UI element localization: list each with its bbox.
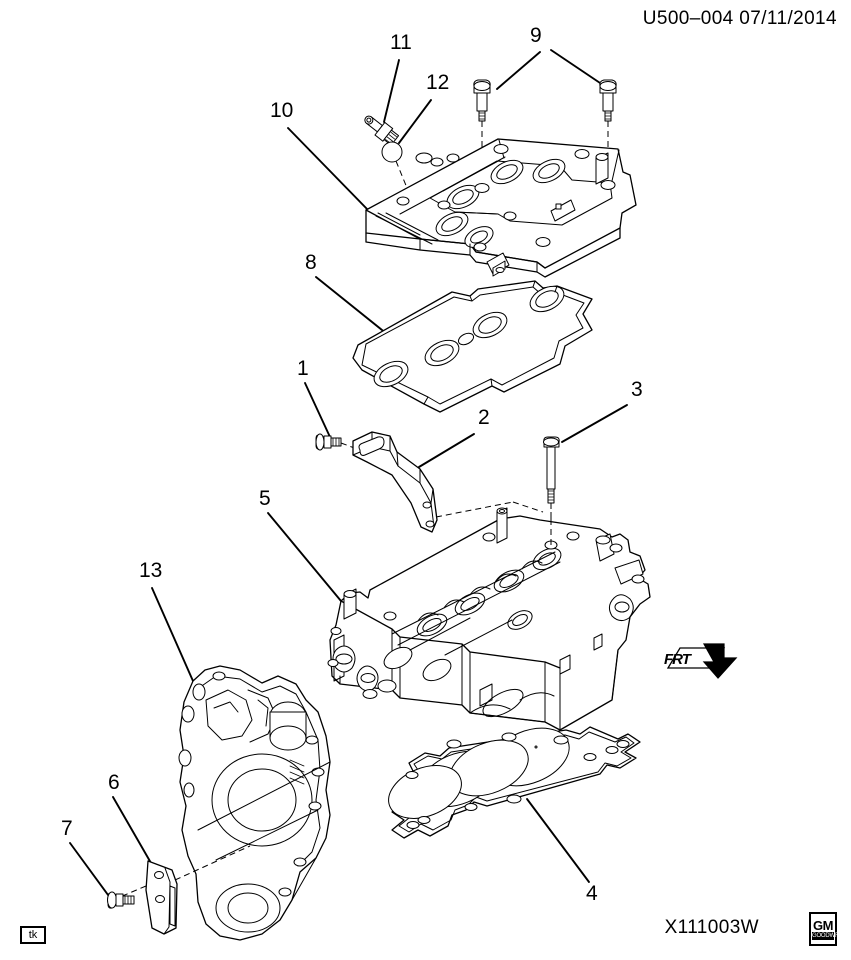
callout-5: 5 — [259, 487, 271, 510]
callout-leader-lines — [69, 49, 628, 900]
callout-13: 13 — [139, 559, 163, 582]
tk-badge: tk — [20, 926, 46, 944]
gm-logo-text: GM — [813, 917, 833, 933]
head-ports — [383, 547, 562, 682]
callout-9: 9 — [530, 24, 542, 47]
part-5-cylinder-head — [327, 507, 651, 731]
front-arrow-icon — [666, 643, 738, 679]
document-number: U500–004 07/11/2014 — [642, 8, 837, 29]
callout-1: 1 — [297, 357, 309, 380]
part-13-front-timing-cover — [178, 665, 331, 941]
front-direction-indicator: FRT — [662, 638, 740, 686]
part-1-lift-bracket-bolt — [315, 433, 369, 454]
part-2-engine-lift-bracket — [352, 431, 544, 533]
callout-10: 10 — [270, 99, 294, 122]
part-7-bracket-bolt — [107, 891, 135, 909]
callout-3: 3 — [631, 378, 643, 401]
gm-logo-subtext: GOODWRENCH — [812, 931, 851, 940]
part-10-camshaft-cover — [365, 138, 637, 278]
cover-bores — [415, 152, 566, 248]
part-12-pcv-grommet — [381, 141, 415, 206]
drawing-number: X111003W — [664, 917, 759, 938]
part-11-pcv-valve — [364, 115, 400, 146]
callout-6: 6 — [108, 771, 120, 794]
callout-11: 11 — [390, 31, 412, 54]
part-3-cylinder-head-bolt — [543, 436, 560, 545]
cam-bearing-saddles — [417, 560, 543, 622]
part-4-cylinder-head-gasket — [388, 726, 641, 839]
callout-4: 4 — [586, 882, 598, 905]
gm-logo-badge: GM GOODWRENCH — [809, 912, 851, 946]
callout-8: 8 — [305, 251, 317, 274]
cover-bolt-bosses — [396, 144, 616, 252]
valve-cover-bolt-right — [599, 79, 617, 148]
part-8-valve-cover-gasket — [352, 280, 593, 413]
callout-2: 2 — [478, 406, 490, 429]
callout-12: 12 — [426, 71, 450, 94]
part-6-ground-strap-bracket — [119, 845, 251, 935]
frt-label: FRT — [664, 651, 691, 668]
callout-7: 7 — [61, 817, 73, 840]
